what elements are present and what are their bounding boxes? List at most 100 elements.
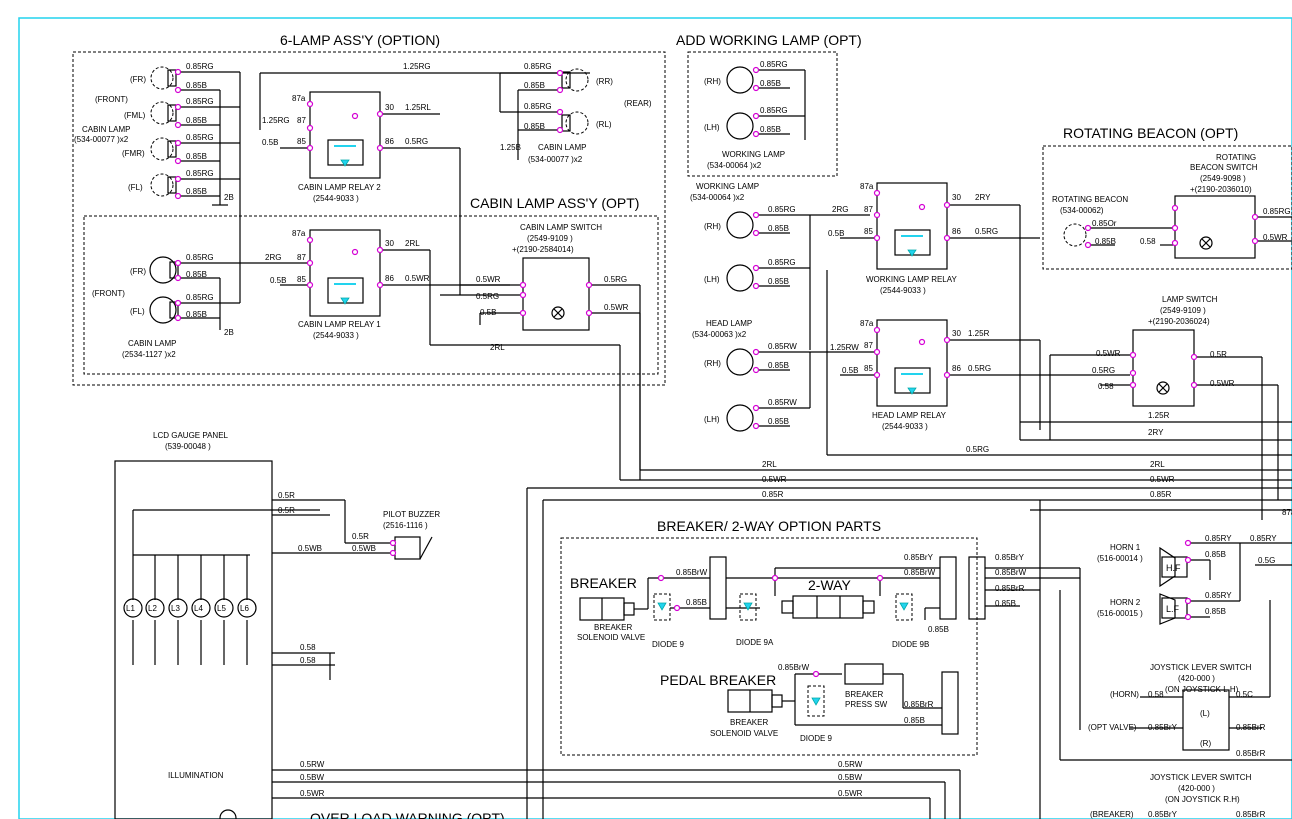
rot-switch-label2: BEACON SWITCH [1190,163,1258,172]
label-fml: (FML) [124,111,146,120]
rot-switch-pn1: (2549-9098 ) [1200,174,1246,183]
drawing-border [18,17,1292,819]
diode9b-label: DIODE 9B [892,640,929,649]
wire-label: 2RL [1150,460,1165,469]
wire-label: 0.85B [768,277,789,286]
pin-86: 86 [385,137,394,146]
wire-label: 0.85BrY [995,553,1025,562]
head-relay-pn: (2544-9033 ) [882,422,928,431]
diode9-label: DIODE 9 [652,640,685,649]
lcd-lamp-l3: L3 [171,604,180,613]
wire-label: 0.85BrR [1236,749,1266,758]
wire-label: 0.85B [686,598,707,607]
pin-87: 87 [297,253,306,262]
rotating-box [1042,145,1292,270]
wire-label: 0.85BrR [1236,810,1266,819]
wire-label: 0.85BrR [904,700,934,709]
wire-label: 0.85BrY [1148,723,1178,732]
wire-label: 0.5RG [476,292,499,301]
label-cabin-lamp2: CABIN LAMP [538,143,586,152]
wire-label: 0.58 [1098,382,1114,391]
pin-30: 30 [952,329,961,338]
lamp-switch-pn1: (2549-9109 ) [1160,306,1206,315]
wire-label: 0.58 [300,643,316,652]
wire-label: 2RG [265,253,281,262]
wire-label: 0.5R [1210,350,1227,359]
wire-label: 0.85BrY [1148,810,1178,819]
wire-label: 2RY [1148,428,1164,437]
wire-label: 0.85RG [768,258,796,267]
rot-switch-pn2: +(2190-2036010) [1190,185,1252,194]
wire-label: 0.85BrW [995,568,1027,577]
working-relay-label: WORKING LAMP RELAY [866,275,958,284]
head-relay-label: HEAD LAMP RELAY [872,411,947,420]
rotating-beacon [1063,195,1292,259]
wire-label: 0.85BrW [778,663,810,672]
pin-87: 87 [297,116,306,125]
wire-label: 0.85BrR [1236,723,1266,732]
working-relay-pn: (2544-9033 ) [880,286,926,295]
pin-85: 85 [864,227,873,236]
pin-85: 85 [297,137,306,146]
wire-label: 0.5RG [604,275,627,284]
wire-label: 0.5R [352,532,369,541]
wire-label: 0.85R [762,490,784,499]
wire-label: 0.58 [1148,690,1164,699]
wire-label: 0.5RG [1092,366,1115,375]
wire-label: 0.5RG [975,227,998,236]
press-sw-label2: PRESS SW [845,700,888,709]
label-rr: (RR) [596,77,613,86]
wire-label: 0.85RY [1205,591,1232,600]
wire-label: 0.5WR [604,303,629,312]
wire-label: 2RL [405,239,420,248]
wire-label: 0.85BrY [904,553,934,562]
rot-beacon-pn: (534-00062) [1060,206,1104,215]
wire-label: 0.85Or [1092,219,1117,228]
cabin-lamp-assy-box [83,215,659,375]
pin-86: 86 [952,364,961,373]
label-lh: (LH) [704,123,720,132]
breaker-sv-label: BREAKER [594,623,632,632]
pilot-buzzer-pn: (2516-1116 ) [383,521,428,530]
pin-87: 87 [864,341,873,350]
joy-l-label: JOYSTICK LEVER SWITCH [1150,663,1252,672]
label-rh: (RH) [704,222,721,231]
wire-label: 0.85B [524,81,545,90]
wire-label: 0.5WR [476,275,501,284]
head-lamps [726,348,877,432]
wire-label: 0.85RG [186,169,214,178]
label-fr: (FR) [130,75,146,84]
wire-label: 0.85B [186,187,207,196]
lcd-lamp-l2: L2 [148,604,157,613]
wire-label: 1.25RG [403,62,431,71]
wire-label: 2RL [762,460,777,469]
title-six-lamp: 6-LAMP ASS'Y (OPTION) [280,32,440,48]
wire-label: 0.85B [1095,237,1116,246]
horn2-label: HORN 2 [1110,598,1141,607]
wire-label: 0.85R [1150,490,1172,499]
wire-label: 0.85RG [760,106,788,115]
wire-label: 1.25R [968,329,990,338]
wire-label: 0.85RG [768,205,796,214]
breaker-sv-label2: SOLENOID VALVE [577,633,645,642]
pin-30: 30 [385,239,394,248]
pedal-breaker-parts [727,663,959,735]
wire-label: 2RG [832,205,848,214]
wire-label: 0.85RG [186,253,214,262]
wire-label: 0.85B [186,116,207,125]
pin-30: 30 [952,193,961,202]
wire-label: 0.85RY [1250,534,1277,543]
wire-label: 0.85B [904,716,925,725]
cabin-switch-pn1: (2549-9109 ) [527,234,573,243]
wire-label: 0.85RG [1263,207,1291,216]
relay1-pn: (2544-9033 ) [313,331,359,340]
press-sw-label: BREAKER [845,690,883,699]
pin-86: 86 [952,227,961,236]
wire-label: 0.85B [768,224,789,233]
label-cabin-lamp3-pn: (2534-1127 )x2 [122,350,176,359]
label-front: (FRONT) [95,95,128,104]
wire-label: 0.5C [1236,690,1253,699]
cabin-lamp-relay-2 [259,72,590,295]
wire-label: 87a [1282,508,1292,517]
